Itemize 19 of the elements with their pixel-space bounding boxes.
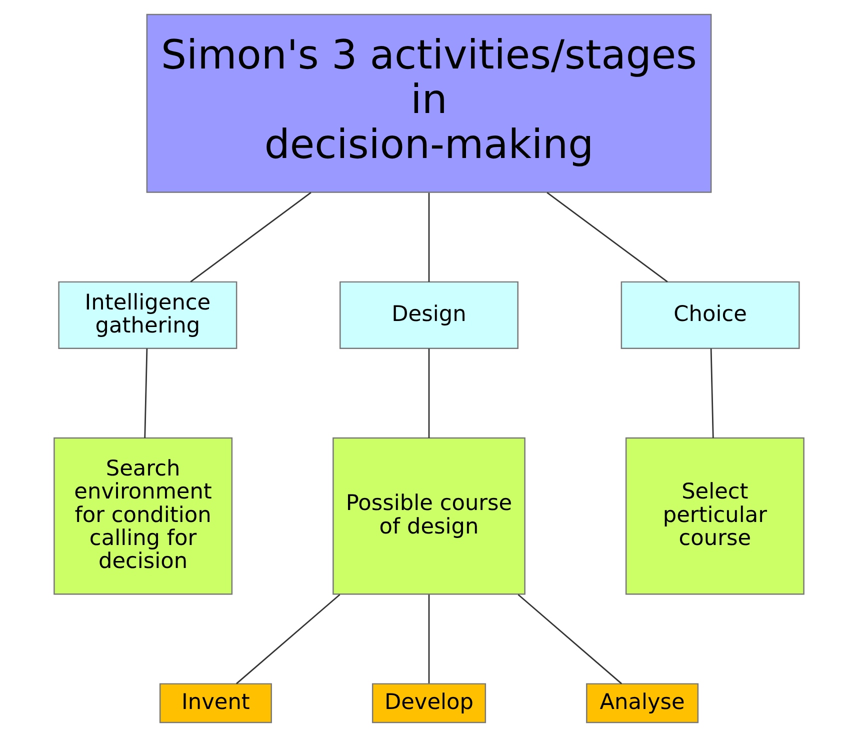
connector [428,192,430,282]
node-box: Analyse [586,683,698,724]
connector [428,348,430,438]
node-box: Search environment for condition calling for decision [53,437,232,595]
node-box: Possible course of design [332,437,525,595]
node-box: Invent [158,683,272,724]
node-box: Design [339,281,518,350]
connector [546,192,668,282]
connector [190,192,311,282]
connector [236,594,340,684]
connector [710,348,714,438]
connector [428,594,430,684]
node-box: Select perticular course [624,437,804,595]
node-box: Develop [371,683,486,724]
node-box: Choice [620,281,800,350]
connector [517,594,622,684]
node-box: Simon's 3 activities/stages in decision-making [146,14,712,193]
node-box: Intelligence gathering [58,281,237,350]
connector [144,348,148,438]
